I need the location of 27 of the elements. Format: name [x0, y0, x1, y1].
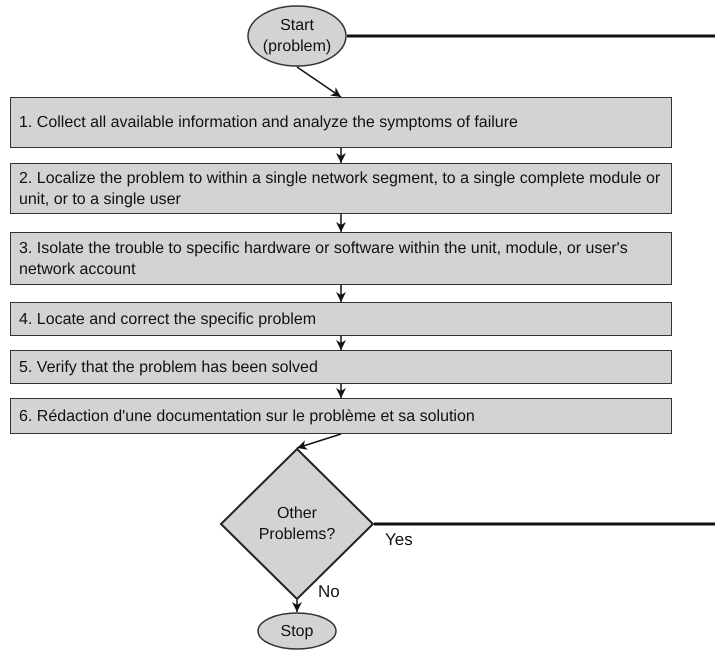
node-text: Start (problem)	[262, 16, 332, 57]
process-box	[10, 350, 672, 384]
node-text: Stop	[280, 622, 314, 642]
arrow	[296, 66, 342, 98]
process-box	[10, 97, 672, 148]
process-box	[10, 302, 672, 336]
node-text: 1. Collect all available information and analyze the symptoms of failure	[19, 113, 518, 133]
process-box	[10, 163, 672, 214]
node-text: 2. Localize the problem to within a single network segment, to a single complete module or unit, or to a single user	[19, 168, 662, 210]
edge-label: No	[318, 582, 340, 602]
arrow	[336, 285, 346, 302]
edge-label: Yes	[385, 530, 413, 550]
arrow	[336, 148, 346, 163]
arrow	[336, 336, 346, 350]
connector-line	[347, 34, 715, 38]
node-text: 5. Verify that the problem has been solved	[19, 358, 318, 378]
arrow	[296, 433, 342, 450]
connector-line	[374, 522, 715, 526]
arrow	[292, 600, 302, 612]
node-text: Other Problems?	[258, 504, 336, 545]
arrow	[336, 384, 346, 398]
process-box	[10, 232, 672, 285]
node-text: 6. Rédaction d'une documentation sur le problème et sa solution	[19, 406, 475, 426]
node-text: 3. Isolate the trouble to specific hardware or software within the unit, module, or user's network account	[19, 238, 629, 280]
node-text: 4. Locate and correct the specific problem	[19, 310, 316, 330]
process-box	[10, 398, 672, 434]
arrow	[336, 214, 346, 232]
